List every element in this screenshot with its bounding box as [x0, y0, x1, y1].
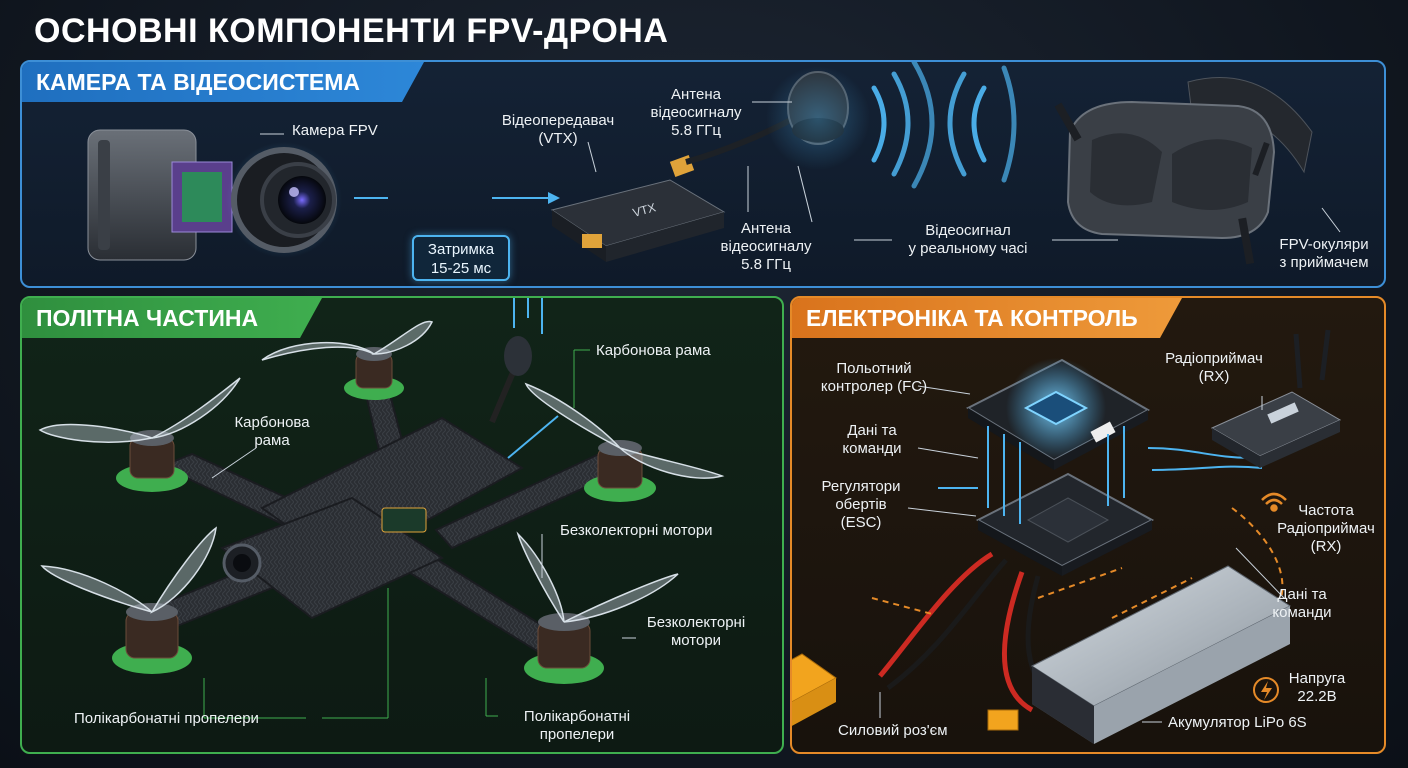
electronics-illustration: [792, 329, 1342, 744]
antenna-bottom-line-3: 5.8 ГГц: [741, 256, 791, 273]
latency-value: 15-25 мс: [430, 260, 492, 277]
data-right-label: Дані та команди: [1262, 586, 1342, 622]
brushless-motor-icon: [524, 613, 604, 684]
antenna-bottom-line-1: Антена: [741, 220, 791, 237]
antenna-icon: [685, 66, 870, 170]
data-lines-icon: [938, 426, 1263, 524]
battery-label: Акумулятор LiPo 6S: [1168, 714, 1307, 731]
voltage-label-line-2: 22.2В: [1297, 688, 1337, 705]
motors-bottom-line-2: мотори: [670, 632, 722, 649]
vtx-label: Відеопередавач (VTX): [492, 112, 624, 148]
motors-right-label: Безколекторні мотори: [560, 522, 713, 539]
vtx-label-line-2: (VTX): [538, 130, 578, 147]
video-system-illustration: VTX: [87, 62, 1341, 265]
rx-top-line-1: Радіоприймач: [1165, 350, 1263, 367]
voltage-label-line-1: Напруга: [1288, 670, 1346, 687]
frame-left-line-1: Карбонова: [234, 414, 310, 431]
signal-waves-icon: [871, 62, 1017, 189]
flight-panel: ПОЛІТНА ЧАСТИНА: [20, 296, 784, 754]
signal-link-icon: [507, 298, 559, 459]
drone-illustration: [38, 298, 725, 719]
goggles-label: FPV-окуляри з приймачем: [1266, 236, 1382, 272]
rx-freq-line-3: (RX): [1310, 538, 1342, 555]
data-left-label: Дані та команди: [832, 422, 912, 458]
frame-top-label: Карбонова рама: [596, 342, 711, 359]
power-flow-icon: [871, 507, 1284, 619]
vtx-marking: VTX: [631, 200, 657, 220]
antenna-top-line-3: 5.8 ГГц: [671, 122, 721, 139]
electronics-panel: ЕЛЕКТРОНІКА ТА КОНТРОЛЬ: [790, 296, 1386, 754]
goggles-label-line-2: з приймачем: [1279, 254, 1369, 271]
connector-label: Силовий роз'єм: [838, 722, 948, 739]
rx-freq-line-1: Частота: [1298, 502, 1354, 519]
antenna-top-line-1: Антена: [671, 86, 721, 103]
props-left-label: Полікарбонатні пропелери: [74, 710, 259, 727]
rx-top-label: Радіоприймач (RX): [1158, 350, 1270, 386]
rx-freq-label: Частота Радіоприймач (RX): [1270, 502, 1382, 556]
fc-label-line-2: контролер (FC): [820, 378, 928, 395]
data-left-line-1: Дані та: [847, 422, 897, 439]
frame-left-line-2: рама: [254, 432, 290, 449]
brushless-motor-icon: [112, 603, 192, 674]
data-right-line-2: команди: [1272, 604, 1332, 621]
esc-label-line-2: обертів: [835, 496, 887, 513]
antenna-top-label: Антена відеосигналу 5.8 ГГц: [638, 86, 754, 140]
signal-label: Відеосигнал у реальному часі: [884, 222, 1052, 258]
wifi-icon: [1261, 492, 1287, 512]
lipo-battery-icon: [987, 565, 1292, 744]
electronics-header: ЕЛЕКТРОНІКА ТА КОНТРОЛЬ: [792, 298, 1182, 338]
vtx-label-line-1: Відеопередавач: [501, 112, 615, 129]
propeller-icon: [38, 320, 725, 623]
antenna-bottom-label: Антена відеосигналу 5.8 ГГц: [708, 220, 824, 274]
video-system-panel: КАМЕРА ТА ВІДЕОСИСТЕМА: [20, 60, 1386, 288]
props-bottom-line-1: Полікарбонатні: [523, 708, 631, 725]
props-bottom-label: Полікарбонатні пропелери: [492, 708, 662, 744]
flight-controller-icon: [965, 358, 1151, 470]
antenna-bottom-line-2: відеосигналу: [720, 238, 812, 255]
xt-connector-icon: [792, 653, 837, 726]
voltage-icon: [1253, 677, 1279, 703]
vtx-module-icon: VTX: [550, 155, 726, 262]
brushless-motor-icon: [344, 347, 404, 400]
latency-box: Затримка 15-25 мс: [412, 235, 510, 281]
frame-left-label: Карбонова рама: [218, 414, 326, 450]
esc-label-line-3: (ESC): [840, 514, 882, 531]
motors-bottom-label: Безколекторні мотори: [626, 614, 766, 650]
brushless-motor-icon: [116, 430, 188, 492]
fpv-goggles-icon: [1054, 77, 1313, 265]
brushless-motor-icon: [584, 440, 656, 502]
video-system-header: КАМЕРА ТА ВІДЕОСИСТЕМА: [22, 62, 424, 102]
latency-label: Затримка: [427, 241, 495, 258]
camera-label: Камера FPV: [292, 122, 378, 139]
data-left-line-2: команди: [842, 440, 902, 457]
drone-fc-board-icon: [381, 507, 427, 533]
goggles-label-line-1: FPV-окуляри: [1279, 236, 1369, 253]
fc-label: Польотний контролер (FC): [812, 360, 936, 396]
rx-freq-line-2: Радіоприймач: [1277, 520, 1375, 537]
fpv-camera-icon: [87, 129, 342, 261]
main-title: ОСНОВНІ КОМПОНЕНТИ FPV-ДРОНА: [34, 12, 669, 50]
fc-label-line-1: Польотний: [836, 360, 912, 377]
voltage-label: Напруга 22.2В: [1278, 670, 1356, 706]
drone-antenna-icon: [504, 336, 532, 376]
radio-receiver-icon: [1210, 329, 1342, 468]
esc-label: Регулятори обертів (ESC): [816, 478, 906, 532]
data-right-line-1: Дані та: [1277, 586, 1327, 603]
flight-header: ПОЛІТНА ЧАСТИНА: [22, 298, 322, 338]
esc-label-line-1: Регулятори: [821, 478, 901, 495]
rx-top-line-2: (RX): [1198, 368, 1230, 385]
signal-label-line-1: Відеосигнал: [925, 222, 1011, 239]
antenna-top-line-2: відеосигналу: [650, 104, 742, 121]
motors-bottom-line-1: Безколекторні: [646, 614, 746, 631]
props-bottom-line-2: пропелери: [539, 726, 615, 743]
signal-label-line-2: у реальному часі: [908, 240, 1028, 257]
